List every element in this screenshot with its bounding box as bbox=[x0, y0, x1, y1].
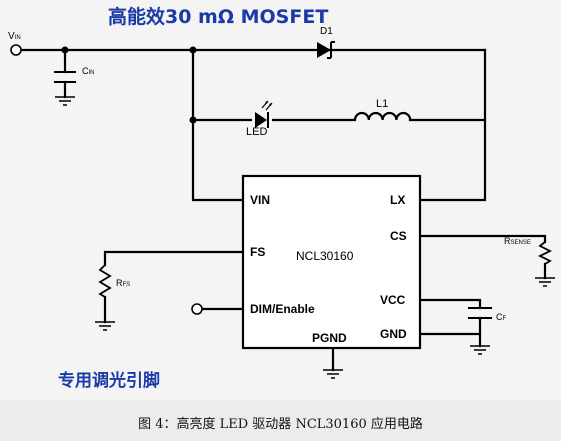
rfs-label: RFS bbox=[116, 278, 131, 288]
wire-right-rail bbox=[418, 48, 487, 202]
led-diode bbox=[252, 100, 273, 128]
l1-inductor bbox=[353, 111, 412, 121]
figure-title: 高能效30 mΩ MOSFET bbox=[108, 6, 329, 28]
ground-icon-rfs bbox=[95, 321, 115, 331]
cf-label: CF bbox=[496, 312, 507, 322]
wire-rail-down bbox=[191, 48, 245, 202]
ic-pin-dim: DIM/Enable bbox=[250, 302, 315, 316]
vin-label: VIN bbox=[8, 31, 21, 42]
vin-terminal bbox=[10, 44, 22, 56]
ground-icon-cf bbox=[470, 345, 490, 355]
ic-pin-vin: VIN bbox=[250, 193, 271, 207]
junction-led bbox=[189, 116, 197, 124]
ic-pin-cs: CS bbox=[390, 229, 407, 243]
d1-label: D1 bbox=[320, 26, 333, 37]
dimming-pin-note: 专用调光引脚 bbox=[58, 371, 160, 391]
junction-cin bbox=[61, 46, 69, 54]
wire-fs bbox=[103, 250, 245, 267]
ic-body bbox=[241, 174, 422, 350]
ic-pin-fs: FS bbox=[250, 245, 266, 259]
led-label: LED bbox=[246, 126, 268, 138]
d1-diode bbox=[317, 41, 335, 59]
dim-terminal bbox=[191, 303, 203, 315]
wire-cs bbox=[418, 234, 547, 244]
rsense-label: RSENSE bbox=[504, 236, 531, 246]
ic-pin-vcc: VCC bbox=[380, 293, 406, 307]
rsense-resistor bbox=[537, 241, 553, 265]
ic-pin-lx: LX bbox=[390, 193, 406, 207]
ic-pin-pgnd: PGND bbox=[312, 331, 347, 345]
ic-name: NCL30160 bbox=[296, 249, 354, 263]
rfs-resistor bbox=[98, 264, 112, 298]
caption-bar bbox=[0, 400, 561, 441]
ground-icon-rsense bbox=[535, 277, 555, 287]
wire-vcc bbox=[418, 298, 482, 310]
l1-label: L1 bbox=[376, 98, 389, 110]
ground-icon-cin bbox=[55, 96, 75, 106]
cin-label: CIN bbox=[82, 66, 95, 76]
junction-rail bbox=[189, 46, 197, 54]
ground-icon-pgnd bbox=[323, 369, 343, 379]
schematic-diagram bbox=[10, 41, 555, 379]
figure-caption: 图 4：高亮度 LED 驱动器 NCL30160 应用电路 bbox=[138, 417, 423, 432]
ic-pin-gnd: GND bbox=[380, 327, 407, 341]
